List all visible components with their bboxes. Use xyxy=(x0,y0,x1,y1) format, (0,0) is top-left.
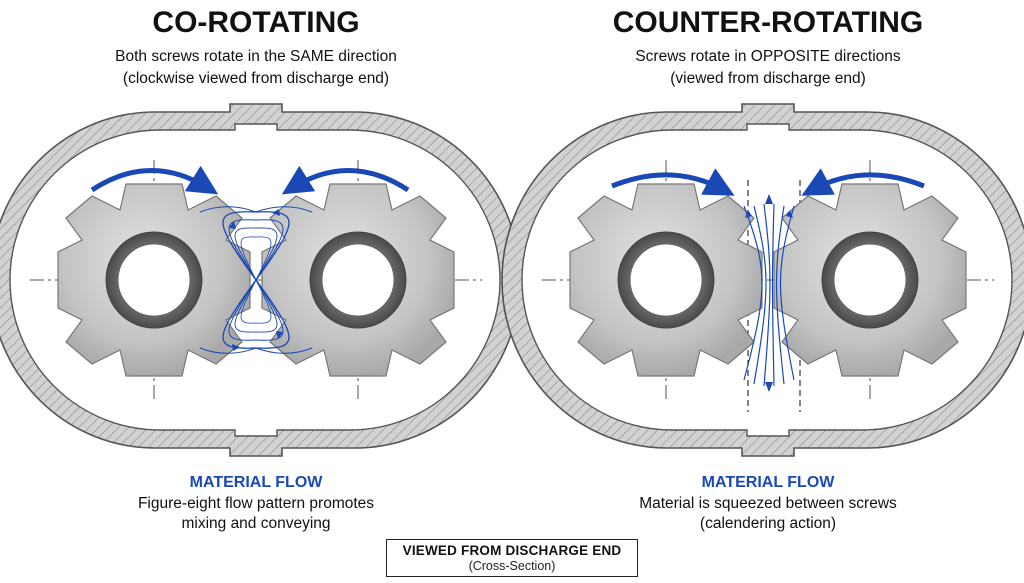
right-screw-rotation-arrow xyxy=(801,168,925,196)
calendering-flow-arrows xyxy=(745,194,793,392)
right-screw xyxy=(261,183,455,377)
counter-rotating-panel: COUNTER-ROTATING Screws rotate in OPPOSI… xyxy=(501,0,1024,532)
right-screw-shaft-hole xyxy=(833,243,907,317)
left-screw-rotation-arrow xyxy=(611,168,735,196)
co-rotating-panel: CO-ROTATING Both screws rotate in the SA… xyxy=(0,0,521,532)
counter-rotating-flow-desc-2: (calendering action) xyxy=(699,515,837,532)
co-rotating-subtitle-1: Both screws rotate in the SAME direction xyxy=(115,48,397,65)
left-screw xyxy=(57,183,251,377)
co-rotating-flow-title: MATERIAL FLOW xyxy=(189,474,323,491)
left-screw-rotation-arrow xyxy=(90,165,219,195)
right-screw-rotation-arrow xyxy=(281,165,410,195)
figure-eight-flow xyxy=(199,206,313,354)
co-rotating-flow-desc-2: mixing and conveying xyxy=(181,515,331,532)
left-screw xyxy=(569,183,763,377)
co-rotating-title: CO-ROTATING xyxy=(152,6,360,39)
counter-rotating-title: COUNTER-ROTATING xyxy=(612,6,924,39)
view-caption-box: VIEWED FROM DISCHARGE END (Cross-Section… xyxy=(386,539,638,577)
counter-rotating-subtitle-2: (viewed from discharge end) xyxy=(670,70,866,87)
co-rotating-subtitle-2: (clockwise viewed from discharge end) xyxy=(122,70,390,87)
calendering-flow xyxy=(743,203,795,387)
right-screw xyxy=(773,183,967,377)
flow-direction-arrows xyxy=(229,209,283,351)
counter-rotating-subtitle-1: Screws rotate in OPPOSITE directions xyxy=(635,48,901,65)
counter-rotating-diagram xyxy=(501,103,1024,457)
left-screw-shaft-hole xyxy=(629,243,703,317)
co-rotating-diagram xyxy=(0,103,521,457)
right-screw-shaft-hole xyxy=(321,243,395,317)
co-rotating-flow-desc-1: Figure-eight flow pattern promotes xyxy=(137,495,375,512)
view-caption-sub: (Cross-Section) xyxy=(468,559,556,573)
counter-rotating-flow-title: MATERIAL FLOW xyxy=(701,474,835,491)
view-caption-main: VIEWED FROM DISCHARGE END xyxy=(402,543,622,558)
left-screw-shaft-hole xyxy=(117,243,191,317)
counter-rotating-flow-desc-1: Material is squeezed between screws xyxy=(639,495,897,512)
